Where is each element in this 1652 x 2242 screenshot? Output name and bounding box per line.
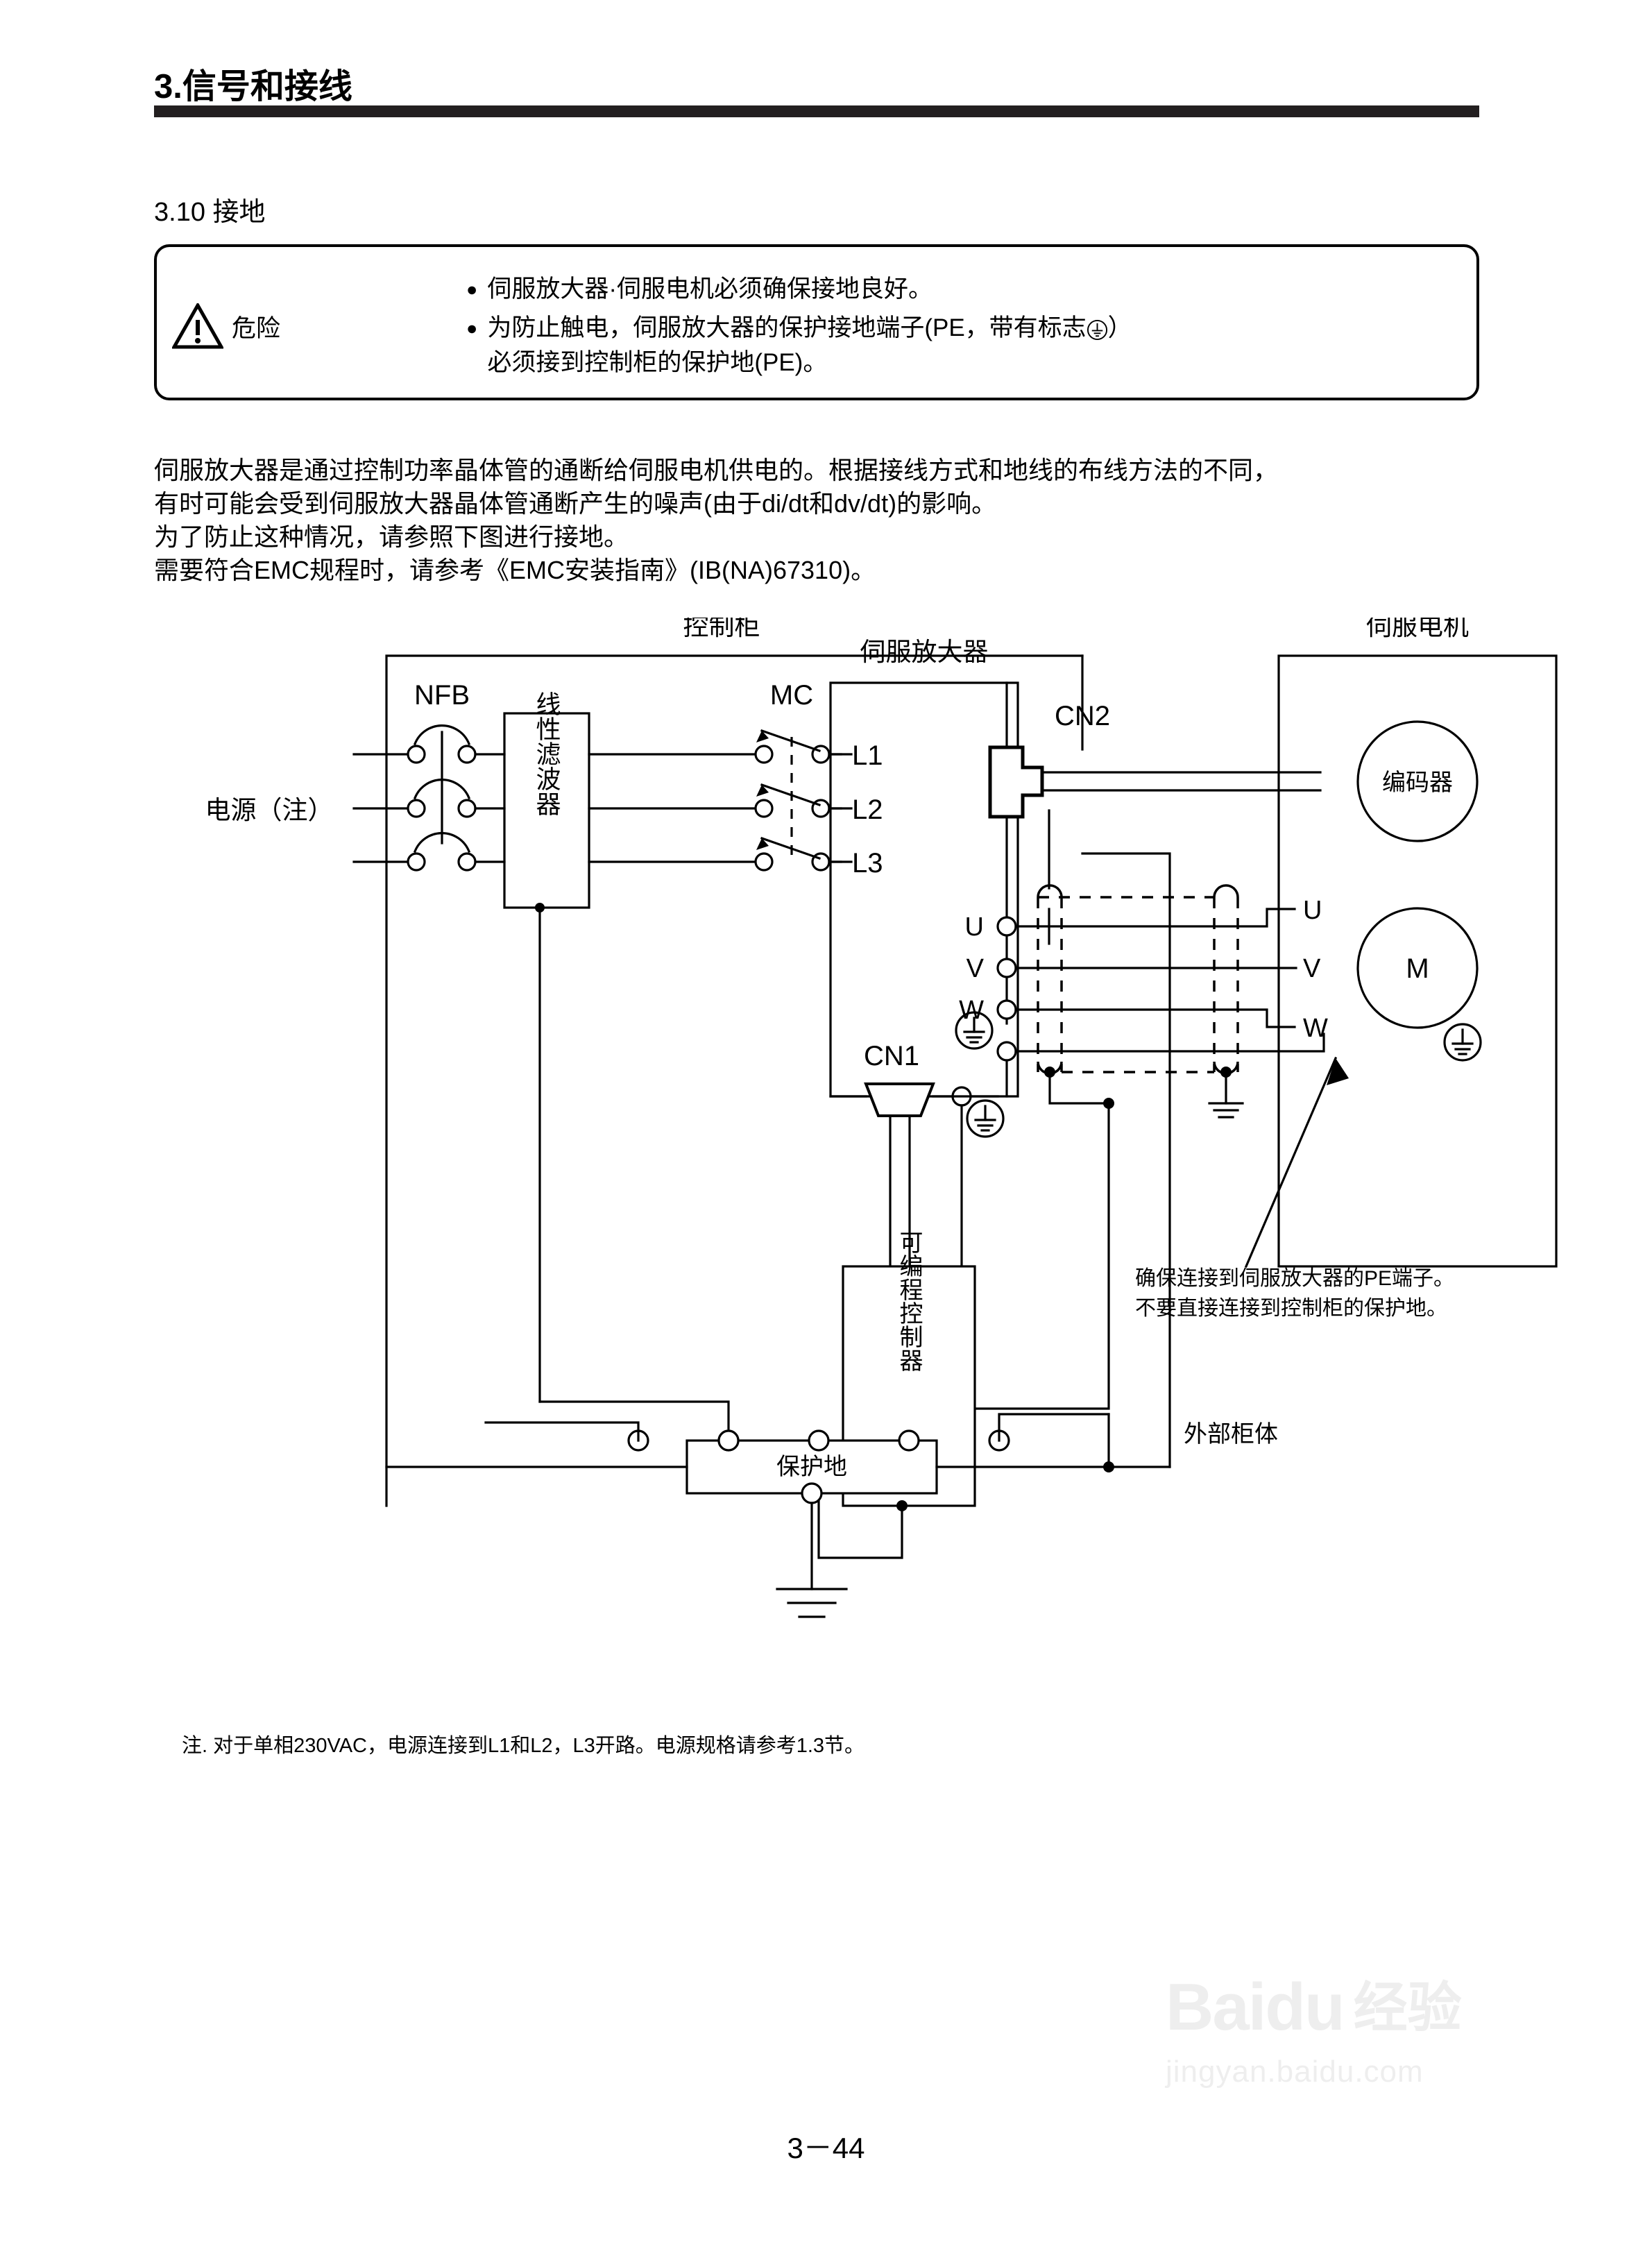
diagram-canvas: 控制柜 电源（注） NFB MC 伺服放大器 L1 L2 L3 CN2 CN1 … [205,618,1558,1618]
motor-circle [1356,907,1479,1029]
body-line: 有时可能会受到伺服放大器晶体管通断产生的噪声(由于di/dt和dv/dt)的影响… [154,489,997,518]
svg-text:可编程控制器: 可编程控制器 [896,1230,923,1372]
danger-callout-box [154,244,1479,400]
amp-pe-symbol-lower [966,1099,1005,1138]
cn1-connector [864,1082,935,1117]
label-terminal-l2: L2 [852,795,883,825]
line-filter-box [503,712,590,909]
warning-triangle-icon [172,303,223,349]
label-motor-u: U [1303,896,1322,925]
bullet-icon: ● [466,279,478,300]
watermark-url: jingyan.baidu.com [1166,2055,1424,2089]
control-cabinet-outline [385,654,1084,1507]
danger-label-group: 危险 [172,291,401,361]
label-cn2: CN2 [1055,701,1110,731]
label-servo-motor: 伺服电机 [1366,618,1469,640]
label-amp-u: U [965,912,984,942]
label-amp-w: W [959,996,984,1025]
label-motor-v: V [1303,954,1321,983]
servo-amplifier-box [829,681,1019,1098]
watermark-brand-cn: 经验 [1353,1977,1462,2038]
label-motor-symbol: M [1406,953,1429,984]
page-title: 3.信号和接线 [154,68,352,105]
bullet-icon: ● [466,318,478,339]
page-number: 3－44 [787,2132,865,2164]
danger-item-list: ● 伺服放大器·伺服电机必须确保接地良好。 ● 为防止触电，伺服放大器的保护接地… [466,272,1438,384]
danger-item-text-part2: ） [1107,314,1132,342]
label-nfb: NFB [414,680,470,711]
label-line-filter: 线性滤波器 [533,691,561,816]
label-cn1: CN1 [864,1041,919,1071]
protective-earth-icon [1087,320,1107,341]
danger-item-text: 为防止触电，伺服放大器的保护接地端子(PE，带有标志 ） 必须接到控制柜的保护地(… [487,311,1438,380]
body-paragraph: 伺服放大器是通过控制功率晶体管的通断给伺服电机供电的。根据接线方式和地线的布线方… [154,454,1472,587]
annotation-line-1: 确保连接到伺服放大器的PE端子。 [1135,1267,1454,1290]
danger-item: ● 伺服放大器·伺服电机必须确保接地良好。 [466,272,1438,307]
label-amp-v: V [966,954,985,983]
watermark-brand: Baidu [1166,1970,1345,2044]
grounding-wiring-diagram: 控制柜 电源（注） NFB MC 伺服放大器 L1 L2 L3 CN2 CN1 … [0,618,1652,1714]
motor-pe-symbol [1443,1023,1482,1062]
svg-text:线性滤波器: 线性滤波器 [533,691,561,816]
amp-pe-symbol-upper [955,1011,994,1050]
danger-label: 危险 [232,314,281,342]
encoder-circle [1356,720,1479,842]
section-heading: 3.10 接地 [154,198,266,227]
cn2-connector [988,745,1044,819]
body-line: 需要符合EMC规程时，请参考《EMC安装指南》(IB(NA)67310)。 [154,555,876,584]
label-servo-amplifier: 伺服放大器 [860,638,989,666]
label-terminal-l1: L1 [852,740,883,771]
label-encoder: 编码器 [1382,770,1453,796]
header-rule [154,105,1479,117]
danger-item-text-line3: 必须接到控制柜的保护地(PE)。 [487,349,828,377]
label-external-cabinet: 外部柜体 [1184,1421,1278,1447]
svg-text:外部柜体: 外部柜体 [1184,1421,1278,1447]
label-mc: MC [770,680,813,711]
label-power-supply: 电源（注） [205,796,334,824]
danger-item: ● 为防止触电，伺服放大器的保护接地端子(PE，带有标志 ） 必须接到控制柜的保护… [466,311,1438,380]
baidu-watermark: Baidu 经验 jingyan.baidu.com [1166,1974,1554,2148]
body-line: 为了防止这种情况，请参照下图进行接地。 [154,522,629,551]
annotation-line-2: 不要直接连接到控制柜的保护地。 [1135,1297,1447,1320]
figure-footnote: 注. 对于单相230VAC，电源连接到L1和L2，L3开路。电源规格请参考1.3… [182,1735,865,1757]
body-line: 伺服放大器是通过控制功率晶体管的通断给伺服电机供电的。根据接线方式和地线的布线方… [154,456,1279,484]
danger-item-text-part1: 为防止触电，伺服放大器的保护接地端子(PE，带有标志 [487,314,1087,342]
figure-annotation: 确保连接到伺服放大器的PE端子。 不要直接连接到控制柜的保护地。 [1135,1267,1454,1320]
label-control-cabinet: 控制柜 [683,618,760,640]
label-motor-w: W [1303,1014,1328,1043]
label-terminal-l3: L3 [852,848,883,878]
label-programmable-controller: 可编程控制器 [896,1230,923,1372]
label-protective-earth: 保护地 [776,1454,847,1480]
danger-item-text: 伺服放大器·伺服电机必须确保接地良好。 [487,275,933,303]
servo-motor-box [1277,654,1558,1268]
